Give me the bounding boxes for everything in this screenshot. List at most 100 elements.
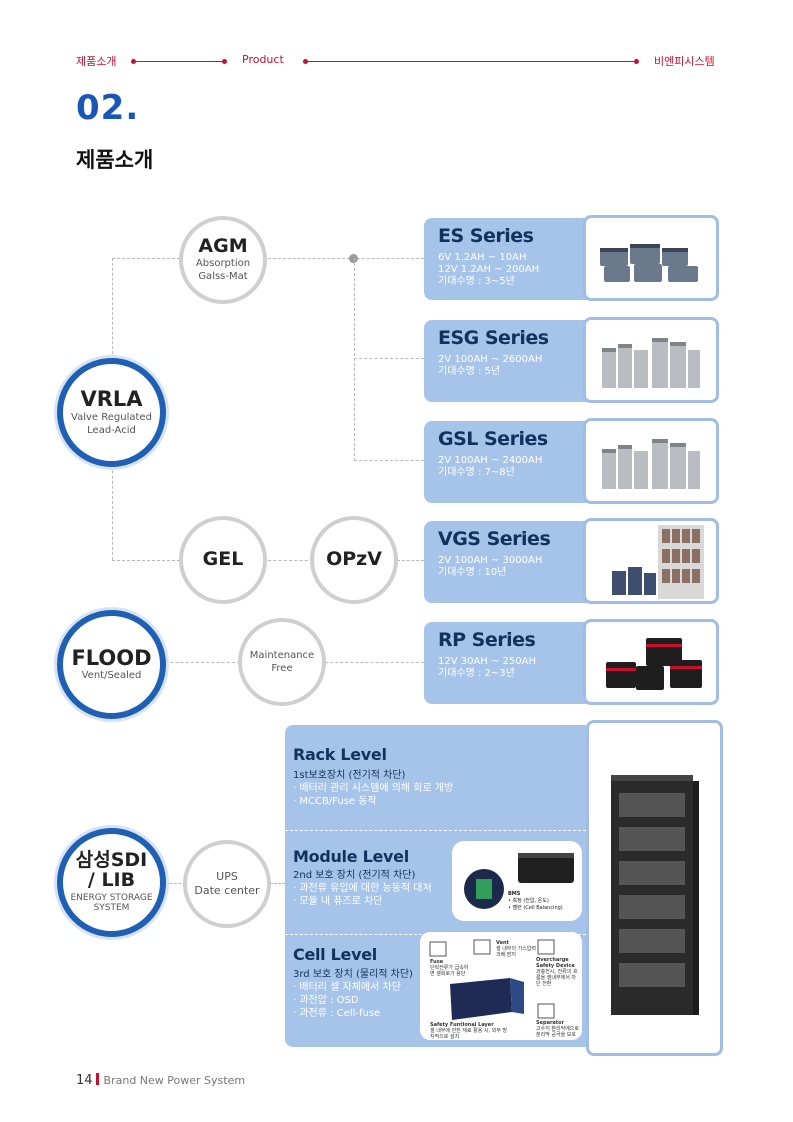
series-spec: 6V 1.2AH ~ 10AH (438, 252, 527, 263)
cell-level-title: Cell Level (293, 945, 377, 964)
breadcrumb-left: 제품소개 (76, 55, 117, 68)
connector (268, 560, 313, 561)
module-level-bullets: · 과전류 유입에 대한 능동적 대처 · 모듈 내 퓨즈로 차단 (293, 882, 432, 908)
footer-text: Brand New Power System (103, 1074, 246, 1087)
ess-rack-image (586, 720, 723, 1056)
agm-title: AGM (198, 235, 248, 258)
series-life: 기대수명 : 2~3년 (438, 668, 515, 679)
series-spec: 12V 30AH ~ 250AH (438, 656, 537, 667)
overcharge-label: Overcharge Safety Device 과충전시, 전류의 흐름을 셀… (536, 957, 580, 987)
fuse-label: Fuse 단락전류가 급속하면 셀회로가 용단 (430, 959, 472, 977)
breadcrumb-right: 비엔피시스템 (654, 55, 715, 68)
maintenance-label: Maintenance (249, 650, 315, 661)
module-image-card: BMS • 측정 (전압, 온도) • 밸런 (Cell Balancing) (452, 841, 582, 921)
ups-circle: UPS Date center (183, 840, 271, 928)
gel-circle: GEL (179, 516, 267, 604)
bms-caption: BMS • 측정 (전압, 온도) • 밸런 (Cell Balancing) (508, 891, 563, 912)
divider (285, 830, 591, 831)
bullet: · 과전류 유입에 대한 능동적 대처 (293, 883, 432, 894)
section-number: 02. (76, 88, 140, 128)
separator-label: Separator 고수지 분리막에으로 분리막 공극을 보호 (536, 1020, 580, 1038)
connector (160, 883, 186, 884)
agm-circle: AGM Absorption Galss-Mat (179, 216, 267, 304)
agm-sub: Absorption (195, 257, 251, 269)
bms-item: • 밸런 (Cell Balancing) (508, 905, 563, 911)
series-specs: 2V 100AH ~ 2400AH 기대수명 : 7~8년 (438, 455, 542, 479)
series-spec: 12V 1.2AH ~ 200AH (438, 264, 540, 275)
bullet: · 과전압 : OSD (293, 995, 359, 1006)
flood-sub: Vent/Sealed (81, 670, 142, 682)
vent-title: Vent (496, 940, 509, 946)
es-battery-image (583, 215, 719, 301)
series-panel-esg: ESG Series 2V 100AH ~ 2600AH 기대수명 : 5년 (424, 320, 612, 402)
bullet: · MCCB/Fuse 동작 (293, 796, 377, 807)
vrla-title: VRLA (80, 387, 143, 412)
page-footer: 14 Brand New Power System (76, 1073, 245, 1088)
connector (112, 258, 113, 359)
module-level-sub: 2nd 보호 장치 (전기적 차단) (293, 870, 416, 881)
sfl-desc: 셀 내부에 안전 재료 활용 시, 외부 방지막으로 설치 (430, 1028, 508, 1040)
series-life: 기대수명 : 7~8년 (438, 467, 515, 478)
connector (268, 258, 424, 259)
rack-level-sub: 1st보호장치 (전기적 차단) (293, 770, 406, 781)
vrla-circle: VRLA Valve Regulated Lead-Acid (57, 358, 166, 467)
connector (112, 258, 180, 259)
esg-battery-image (583, 317, 719, 403)
series-life: 기대수명 : 3~5년 (438, 276, 515, 287)
rack-level-bullets: · 배터리 관리 시스템에 의해 회로 개방 · MCCB/Fuse 동작 (293, 782, 453, 808)
connector (354, 258, 355, 461)
series-specs: 2V 100AH ~ 3000AH 기대수명 : 10년 (438, 555, 542, 579)
series-name: VGS Series (438, 528, 551, 550)
connector (354, 358, 424, 359)
vrla-sub: Lead-Acid (87, 424, 136, 436)
samsung-title: / LIB (87, 868, 136, 891)
cell-diagram-card: Fuse 단락전류가 급속하면 셀회로가 용단 Vent 셀 내부의 가스압력 … (420, 932, 582, 1040)
ups-label: Date center (194, 884, 260, 897)
breadcrumb-center: Product (242, 53, 284, 66)
series-name: RP Series (438, 629, 536, 651)
series-name: GSL Series (438, 428, 548, 450)
series-specs: 6V 1.2AH ~ 10AH 12V 1.2AH ~ 200AH 기대수명 :… (438, 252, 539, 288)
sfl-title: Safety Funtional Layer (430, 1022, 494, 1028)
series-life: 기대수명 : 10년 (438, 567, 507, 578)
series-panel-es: ES Series 6V 1.2AH ~ 10AH 12V 1.2AH ~ 20… (424, 218, 612, 300)
series-spec: 2V 100AH ~ 2600AH (438, 354, 543, 365)
vrla-sub: Valve Regulated (71, 411, 152, 423)
maintenance-label: Free (271, 663, 293, 674)
series-panel-gsl: GSL Series 2V 100AH ~ 2400AH 기대수명 : 7~8년 (424, 421, 612, 503)
flood-circle: FLOOD Vent/Sealed (57, 610, 166, 719)
vent-label: Vent 셀 내부의 가스압력 과배 방지 (496, 940, 540, 958)
ups-label: UPS (216, 869, 238, 883)
connector (112, 440, 113, 560)
rack-level-title: Rack Level (293, 745, 387, 764)
series-panel-vgs: VGS Series 2V 100AH ~ 3000AH 기대수명 : 10년 (424, 521, 612, 603)
samsung-title: 삼성SDI (75, 848, 148, 871)
separator-desc: 고수지 분리막에으로 분리막 공극을 보호 (536, 1026, 579, 1038)
vent-desc: 셀 내부의 가스압력 과배 방지 (496, 946, 536, 958)
opzv-title: OPzV (326, 548, 382, 571)
series-specs: 12V 30AH ~ 250AH 기대수명 : 2~3년 (438, 656, 536, 680)
section-title: 제품소개 (76, 148, 154, 172)
maintenance-free-circle: Maintenance Free (238, 618, 326, 706)
gel-title: GEL (202, 548, 244, 571)
connector (160, 662, 240, 663)
series-specs: 2V 100AH ~ 2600AH 기대수명 : 5년 (438, 354, 542, 378)
series-life: 기대수명 : 5년 (438, 366, 501, 377)
sfl-label: Safety Funtional Layer 셀 내부에 안전 재료 활용 시,… (430, 1022, 510, 1040)
series-panel-rp: RP Series 12V 30AH ~ 250AH 기대수명 : 2~3년 (424, 622, 612, 704)
samsung-sub: ENERGY STORAGE (70, 892, 153, 903)
module-level-title: Module Level (293, 847, 409, 866)
rp-battery-image (583, 619, 719, 705)
overcharge-title: Overcharge Safety Device (536, 957, 575, 969)
fuse-title: Fuse (430, 959, 444, 965)
connector (325, 662, 424, 663)
series-spec: 2V 100AH ~ 3000AH (438, 555, 543, 566)
page-number: 14 (76, 1073, 93, 1088)
samsung-sub: SYSTEM (93, 903, 130, 914)
vgs-battery-image (583, 518, 719, 604)
module-image (464, 853, 574, 909)
bms-title: BMS (508, 891, 521, 897)
bullet: · 과전류 : Cell-fuse (293, 1008, 381, 1019)
junction-dot (349, 254, 358, 263)
series-name: ESG Series (438, 327, 549, 349)
